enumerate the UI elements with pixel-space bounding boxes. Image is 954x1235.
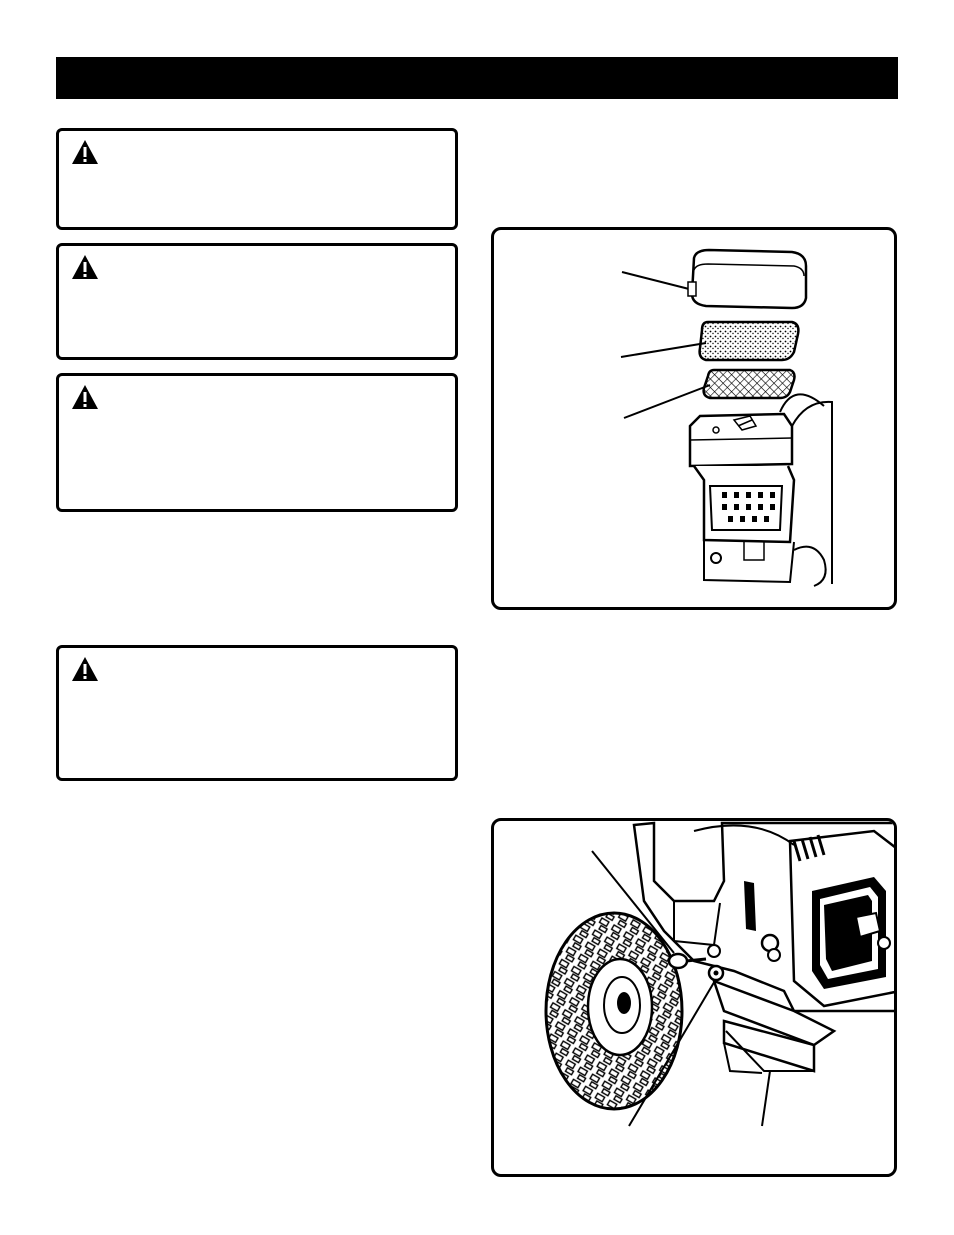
wheel: [544, 911, 684, 1111]
section-header-bar: [56, 57, 898, 99]
warning-triangle-icon: [72, 255, 98, 279]
figure-air-filter: [491, 227, 897, 610]
figure-oil-drain: [491, 818, 897, 1177]
leader-line-foam: [620, 342, 707, 358]
frame-and-support-block: [711, 978, 837, 1074]
air-filter-cover: [687, 248, 808, 310]
filter-screen: [702, 368, 796, 400]
warning-triangle-icon: [72, 385, 98, 409]
leader-line-block: [761, 1070, 771, 1127]
oil-drain-plug: [667, 952, 725, 982]
leader-line-top: [591, 850, 675, 954]
leader-line-screen: [623, 384, 711, 419]
foam-filter-element: [698, 320, 800, 362]
warning-triangle-icon: [72, 140, 98, 164]
engine-body: [632, 821, 894, 1013]
warning-box-3: [56, 373, 458, 512]
warning-triangle-icon: [72, 657, 98, 681]
engine-air-cleaner-base: [688, 393, 833, 587]
air-filter-illustration: [620, 248, 833, 587]
leader-line-cover: [621, 271, 694, 291]
warning-box-1: [56, 128, 458, 230]
warning-box-4: [56, 645, 458, 781]
oil-drain-illustration: [544, 821, 894, 1127]
warning-box-2: [56, 243, 458, 360]
